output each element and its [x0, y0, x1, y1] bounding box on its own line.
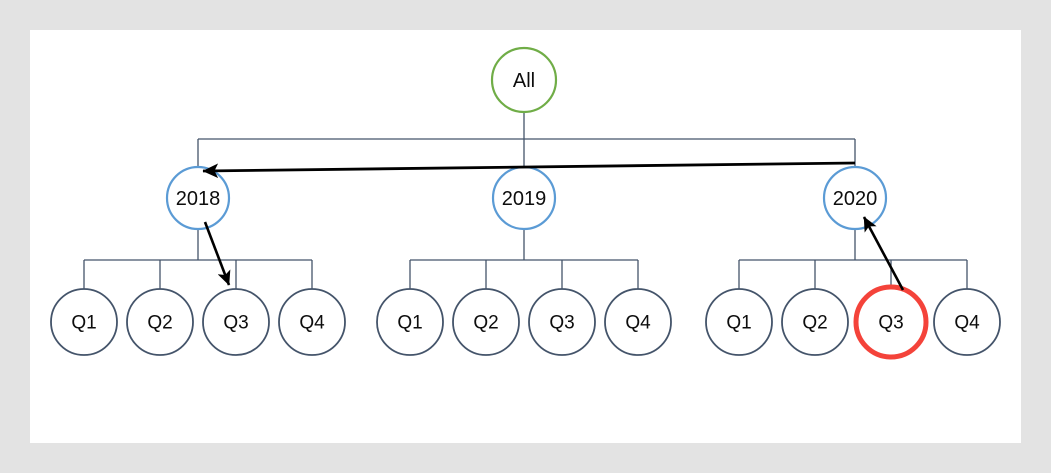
node-all-circle[interactable]	[490, 46, 558, 114]
node-year-2018[interactable]: 2018	[165, 165, 231, 231]
node-year-2019[interactable]: 2019	[491, 165, 557, 231]
node-q-2019-q3[interactable]: Q3	[528, 288, 596, 356]
node-q-2020-q1-circle[interactable]	[705, 288, 773, 356]
node-q-2019-q1-label: Q1	[397, 313, 422, 334]
node-q-2018-q4[interactable]: Q4	[278, 288, 346, 356]
node-q-2020-q2[interactable]: Q2	[781, 288, 849, 356]
node-q-2019-q2-circle[interactable]	[452, 288, 520, 356]
node-q-2018-q4-circle[interactable]	[278, 288, 346, 356]
arrow-2020-q3-to-2020	[862, 216, 905, 291]
node-q-2020-q1-label: Q1	[726, 313, 751, 334]
node-q-2018-q3-circle[interactable]	[202, 288, 270, 356]
node-year-2020-label: 2020	[833, 188, 878, 210]
node-q-2019-q1-circle[interactable]	[376, 288, 444, 356]
node-q-2020-q2-label: Q2	[802, 313, 827, 334]
node-q-2018-q3-label: Q3	[223, 313, 248, 334]
node-all[interactable]: All	[490, 46, 558, 114]
node-q-2019-q2[interactable]: Q2	[452, 288, 520, 356]
node-q-2018-q3[interactable]: Q3	[202, 288, 270, 356]
node-year-2020-circle[interactable]	[822, 165, 888, 231]
node-q-2019-q4-label: Q4	[625, 313, 651, 334]
node-q-2018-q2-label: Q2	[147, 313, 172, 334]
node-all-label: All	[513, 70, 535, 92]
node-year-2020[interactable]: 2020	[822, 165, 888, 231]
node-q-2020-q3[interactable]: Q3	[853, 284, 929, 360]
node-q-2020-q3-label: Q3	[878, 313, 903, 334]
node-q-2019-q3-label: Q3	[549, 313, 574, 334]
node-q-2019-q4[interactable]: Q4	[604, 288, 672, 356]
node-q-2019-q3-circle[interactable]	[528, 288, 596, 356]
tree-connectors	[83, 112, 968, 289]
node-q-2019-q1[interactable]: Q1	[376, 288, 444, 356]
node-q-2018-q2-circle[interactable]	[126, 288, 194, 356]
node-q-2018-q1-circle[interactable]	[50, 288, 118, 356]
node-q-2020-q4[interactable]: Q4	[933, 288, 1001, 356]
node-q-2020-q2-circle[interactable]	[781, 288, 849, 356]
node-q-2018-q1[interactable]: Q1	[50, 288, 118, 356]
node-q-2020-q1[interactable]: Q1	[705, 288, 773, 356]
node-q-2018-q2[interactable]: Q2	[126, 288, 194, 356]
node-q-2019-q4-circle[interactable]	[604, 288, 672, 356]
node-year-2018-label: 2018	[176, 188, 221, 210]
annotation-arrows	[202, 161, 905, 291]
node-q-2020-q4-label: Q4	[954, 313, 980, 334]
node-q-2019-q2-label: Q2	[473, 313, 498, 334]
arrow-2020-to-2018	[202, 161, 856, 179]
node-q-2020-q4-circle[interactable]	[933, 288, 1001, 356]
node-q-2018-q4-label: Q4	[299, 313, 325, 334]
node-year-2018-circle[interactable]	[165, 165, 231, 231]
arrow-2018-to-2018-q3	[203, 221, 231, 286]
node-q-2020-q3-circle[interactable]	[853, 284, 929, 360]
node-year-2019-label: 2019	[502, 188, 547, 210]
node-q-2018-q1-label: Q1	[71, 313, 96, 334]
